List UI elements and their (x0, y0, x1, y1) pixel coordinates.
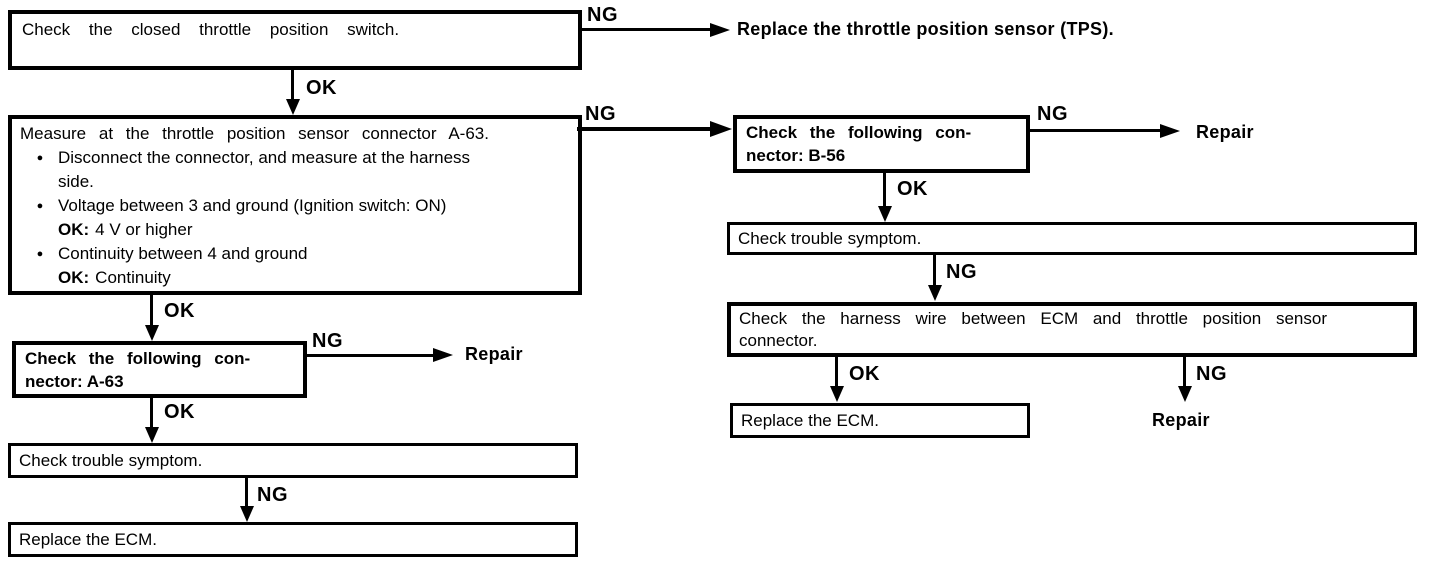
arrowhead-down-harness-ng (1178, 386, 1192, 402)
arrow-line-ng-b56-to-repair (1030, 129, 1162, 132)
box-measure-tps-title: Measure at the throttle position sensor … (20, 124, 489, 143)
ok-prefix: OK: (58, 220, 90, 239)
bullet-voltage-ok-line: OK: 4 V or higher (58, 218, 570, 242)
arrowhead-right-a63-repair (433, 348, 453, 362)
bullet-continuity-ok-line: OK: Continuity (58, 266, 570, 290)
box-cts-right-text: Check trouble symptom. (738, 228, 922, 248)
ok-value-voltage: 4 V or higher (95, 220, 193, 239)
label-ok-box1: OK (306, 77, 337, 99)
terminal-repair-b56: Repair (1196, 122, 1254, 142)
bullet-row-disconnect: ● Disconnect the connector, and measure … (18, 146, 570, 194)
bullet-row-continuity: ● Continuity between 4 and ground OK: Con… (18, 242, 570, 290)
label-ng-cts-right: NG (946, 261, 977, 283)
label-ng-a63: NG (312, 330, 343, 352)
bullet-icon: ● (36, 248, 44, 260)
arrowhead-down-b56 (878, 206, 892, 222)
bullet-icon: ● (36, 200, 44, 212)
terminal-replace-tps: Replace the throttle position sensor (TP… (737, 19, 1114, 39)
box-cts-left-text: Check trouble symptom. (19, 450, 203, 470)
box-check-harness-wire: Check the harness wire between ECM and t… (727, 302, 1417, 357)
arrowhead-down-box1-to-box2 (286, 99, 300, 115)
box-check-connector-a63: Check the following con- nector: A-63 (12, 341, 307, 398)
label-ng-closed-throttle: NG (587, 4, 618, 26)
box-a63-line1: Check the following con- (25, 349, 251, 368)
arrowhead-down-cts-right (928, 285, 942, 301)
label-ng-cts-left: NG (257, 484, 288, 506)
bullet-icon: ● (36, 152, 44, 164)
box-harness-line2: connector. (739, 331, 818, 350)
bullet-disconnect-line2: side. (58, 172, 94, 191)
box-check-connector-b56: Check the following con- nector: B-56 (733, 115, 1030, 173)
arrow-line-ng-a63-to-repair (307, 354, 435, 357)
box-b56-line1: Check the following con- (746, 123, 972, 142)
box-check-trouble-symptom-left: Check trouble symptom. (8, 443, 578, 478)
bullet-voltage-line: Voltage between 3 and ground (Ignition s… (58, 196, 447, 215)
box-a63-line2: nector: A-63 (25, 372, 124, 391)
ok-value-continuity: Continuity (95, 268, 171, 287)
box-measure-tps-connector: Measure at the throttle position sensor … (8, 115, 582, 295)
terminal-repair-harness: Repair (1152, 410, 1210, 430)
arrowhead-right-to-replace-tps (710, 23, 730, 37)
bullet-disconnect-line1: Disconnect the connector, and measure at… (58, 148, 471, 167)
label-ok-box2: OK (164, 300, 195, 322)
bullet-continuity-line: Continuity between 4 and ground (58, 244, 308, 263)
label-ok-a63: OK (164, 401, 195, 423)
box-check-closed-throttle-switch: Check the closed throttle position switc… (8, 10, 582, 70)
arrow-line-ok-b56-down (883, 173, 886, 208)
arrowhead-right-to-b56 (710, 121, 732, 137)
label-ng-harness: NG (1196, 363, 1227, 385)
label-ng-b56: NG (1037, 103, 1068, 125)
arrow-line-ng-to-replace-tps (582, 28, 712, 31)
arrow-line-ng-to-b56 (577, 127, 712, 131)
arrowhead-down-box2 (145, 325, 159, 341)
arrowhead-down-a63 (145, 427, 159, 443)
box-check-trouble-symptom-right: Check trouble symptom. (727, 222, 1417, 255)
label-ok-harness: OK (849, 363, 880, 385)
box-harness-line1: Check the harness wire between ECM and t… (739, 309, 1327, 328)
label-ok-b56: OK (897, 178, 928, 200)
arrow-line-ng-harness-down (1183, 357, 1186, 388)
label-ng-measure-tps: NG (585, 103, 616, 125)
bullet-row-voltage: ● Voltage between 3 and ground (Ignition… (18, 194, 570, 242)
arrow-line-ok-box1-to-box2 (291, 70, 294, 100)
box-replace-ecm-right: Replace the ECM. (730, 403, 1030, 438)
box-replace-ecm-left-text: Replace the ECM. (19, 529, 157, 549)
terminal-repair-a63: Repair (465, 344, 523, 364)
arrow-line-ng-cts-right-down (933, 255, 936, 287)
arrow-line-ok-a63-down (150, 398, 153, 427)
arrowhead-right-b56-repair (1160, 124, 1180, 138)
box-replace-ecm-right-text: Replace the ECM. (741, 410, 879, 430)
arrowhead-down-cts-left (240, 506, 254, 522)
arrow-line-ng-cts-left-down (245, 478, 248, 507)
ok-prefix: OK: (58, 268, 90, 287)
arrowhead-down-harness-ok (830, 386, 844, 402)
arrow-line-ok-box2-down (150, 295, 153, 325)
box-b56-line2: nector: B-56 (746, 146, 846, 165)
box-check-closed-throttle-switch-text: Check the closed throttle position switc… (22, 20, 400, 39)
box-replace-ecm-left: Replace the ECM. (8, 522, 578, 557)
arrow-line-ok-harness-down (835, 357, 838, 388)
